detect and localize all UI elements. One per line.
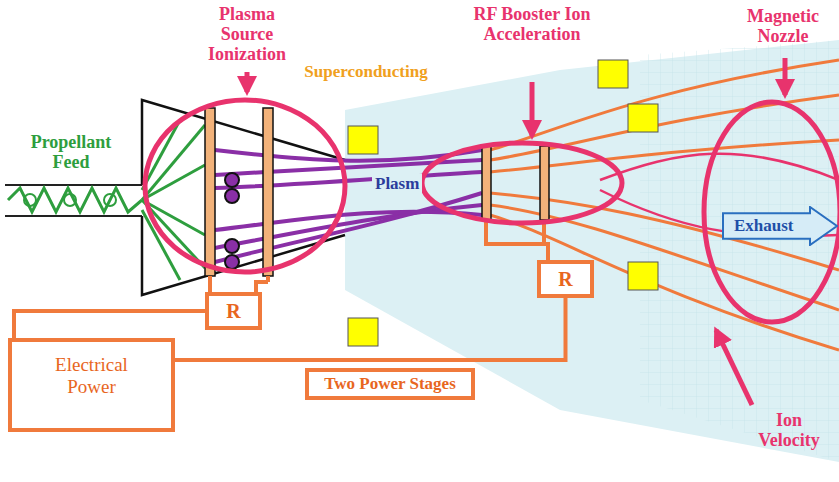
accelerated-ions — [490, 60, 839, 350]
callout-label: Plasma Source Ionization — [192, 4, 302, 64]
resistor-box: R — [537, 260, 594, 298]
power-wire — [14, 311, 205, 338]
electrode-leads — [210, 220, 548, 292]
resistor-box: R — [205, 292, 262, 330]
callout-label: Ion Velocity — [744, 410, 834, 450]
power-box: Electrical Power — [8, 338, 175, 432]
superconducting-coils — [348, 60, 658, 346]
exhaust-arrow: Exhaust — [722, 206, 838, 246]
source-electrodes — [205, 108, 273, 276]
power-stages-box: Two Power Stages — [305, 368, 475, 400]
propellant-pipe — [5, 185, 142, 216]
node-text: R — [226, 300, 240, 323]
part-label: Propellant Feed — [12, 132, 130, 172]
node-text: R — [558, 268, 572, 291]
callout-marks — [145, 58, 839, 405]
node-text: Electrical Power — [32, 354, 152, 398]
injection-lines — [142, 120, 205, 280]
callout-label: RF Booster Ion Acceleration — [470, 4, 594, 44]
nozzle-grid — [640, 40, 839, 462]
node-text: Exhaust — [734, 216, 794, 236]
source-housing — [142, 100, 345, 295]
callout-label: Magnetic Nozzle — [728, 6, 838, 46]
node-text: Two Power Stages — [324, 374, 456, 394]
booster-electrodes — [482, 146, 549, 220]
part-label: Plasm — [372, 174, 422, 193]
part-label: Superconducting — [286, 62, 446, 81]
